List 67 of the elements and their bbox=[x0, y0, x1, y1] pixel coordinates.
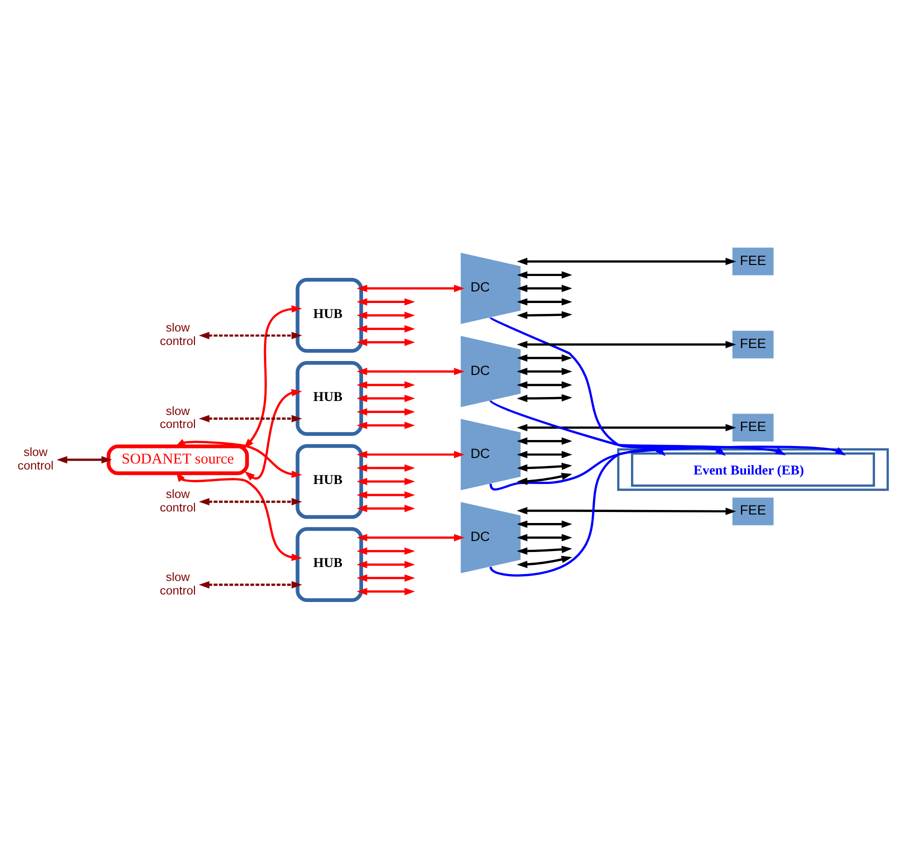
node-text: slow control bbox=[160, 320, 196, 348]
arrow bbox=[198, 331, 302, 339]
arrow bbox=[516, 423, 736, 431]
arrow bbox=[356, 367, 464, 375]
arrow bbox=[516, 380, 572, 388]
arrow bbox=[516, 506, 736, 514]
arrow bbox=[516, 462, 572, 472]
node-box: HUB bbox=[296, 444, 364, 518]
arrow bbox=[516, 340, 736, 348]
node-box: FEE bbox=[732, 247, 774, 275]
arrow bbox=[56, 456, 112, 463]
arrow bbox=[356, 380, 416, 388]
arrow bbox=[356, 464, 416, 472]
arrow bbox=[516, 450, 572, 458]
node-text: slow control bbox=[160, 403, 196, 431]
arrow bbox=[516, 298, 572, 306]
arrow bbox=[244, 388, 302, 480]
arrow bbox=[516, 472, 572, 484]
arrow bbox=[356, 504, 416, 512]
arrow bbox=[198, 414, 302, 422]
node-box: DC bbox=[460, 252, 521, 324]
arrow bbox=[356, 298, 416, 306]
arrow bbox=[516, 270, 572, 278]
arrow bbox=[516, 533, 572, 541]
node-text: slow control bbox=[18, 444, 54, 472]
arrow bbox=[356, 408, 416, 416]
arrow bbox=[356, 450, 464, 458]
node-box: DC bbox=[460, 418, 521, 490]
arrow bbox=[356, 490, 416, 498]
arrow bbox=[174, 438, 302, 478]
node-box: DC bbox=[460, 502, 521, 573]
node-box: DC bbox=[460, 335, 521, 407]
arrow bbox=[356, 574, 416, 582]
arrow bbox=[198, 498, 302, 505]
arrow bbox=[516, 545, 572, 554]
arrow bbox=[198, 580, 302, 588]
node-text: slow control bbox=[160, 569, 196, 597]
arrow bbox=[516, 394, 572, 402]
node-box: FEE bbox=[732, 330, 774, 358]
arrow bbox=[516, 257, 736, 265]
node-box: FEE bbox=[732, 497, 774, 525]
arrow bbox=[516, 367, 572, 375]
arrow bbox=[176, 470, 302, 560]
arrow bbox=[356, 560, 416, 568]
arrow bbox=[356, 338, 416, 346]
arrow bbox=[516, 436, 572, 444]
arrow bbox=[356, 394, 416, 402]
arrow bbox=[244, 304, 302, 448]
arrow bbox=[356, 533, 464, 541]
arrow bbox=[516, 310, 572, 319]
arrow bbox=[516, 555, 572, 568]
node-box: HUB bbox=[296, 277, 364, 352]
arrow bbox=[356, 587, 416, 595]
arrow bbox=[516, 354, 572, 362]
arrow bbox=[356, 477, 416, 485]
arrow bbox=[516, 520, 572, 528]
node-box: HUB bbox=[296, 360, 364, 436]
node-box: HUB bbox=[296, 526, 364, 602]
arrow bbox=[356, 546, 416, 554]
arrow bbox=[356, 324, 416, 332]
node-text: slow control bbox=[160, 486, 196, 514]
node-box: SODANET source bbox=[106, 444, 249, 475]
arrow bbox=[356, 421, 416, 429]
arrow bbox=[356, 311, 416, 319]
arrow bbox=[516, 284, 572, 292]
node-box: FEE bbox=[732, 413, 774, 441]
arrow bbox=[356, 284, 464, 292]
